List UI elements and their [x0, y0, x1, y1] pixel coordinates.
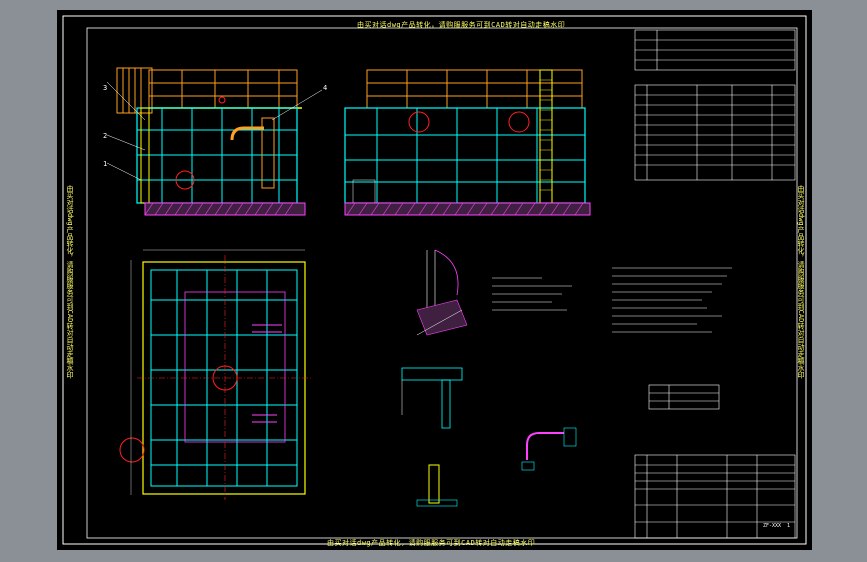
callout-3: 3 [103, 84, 107, 92]
side-elevation [344, 69, 591, 216]
notes-block [492, 267, 732, 333]
right-side-title: 由买对话dwg产品转化，请购服服务可到CAD转对自动走稿水印 [797, 185, 805, 379]
plan-view [119, 249, 312, 500]
parts-table [634, 29, 796, 181]
top-title: 由买对话dwg产品转化，请购服服务可到CAD转对自动走稿水印 [357, 21, 566, 29]
left-side-title: 由买对话dwg产品转化，请购服服务可到CAD转对自动走稿水印 [66, 185, 74, 379]
inner-frame [86, 27, 798, 539]
drawing-sheet: 3 2 1 4 [57, 10, 812, 550]
outer-frame [62, 15, 807, 545]
callout-1: 1 [103, 160, 107, 168]
title-block [634, 454, 796, 539]
callout-4: 4 [323, 84, 327, 92]
legend-table [648, 384, 720, 410]
sheet-number: 1 [787, 523, 791, 529]
callout-2: 2 [103, 132, 107, 140]
cad-drawing: 3 2 1 4 [62, 15, 807, 545]
bottom-title: 由买对话dwg产品转化，请购服服务可到CAD转对自动走稿水印 [327, 539, 536, 547]
front-elevation: 3 2 1 4 [103, 67, 327, 216]
detail-views [401, 249, 577, 507]
drawing-number: ZF-XXX [763, 523, 782, 529]
